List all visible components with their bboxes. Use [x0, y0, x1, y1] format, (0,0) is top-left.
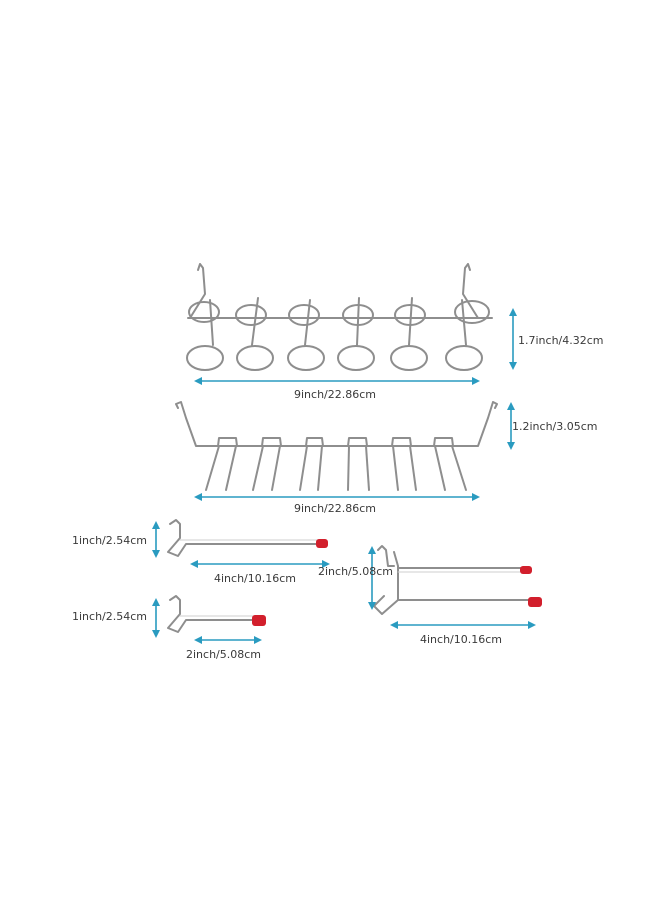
ring-bottom-4: [337, 345, 375, 371]
ring-bottom-3: [287, 345, 325, 371]
rack2-height-label: 1.2inch/3.05cm: [512, 420, 598, 433]
single-hook-4in: [167, 519, 321, 557]
double-height-label: 2inch/5.08cm: [318, 565, 394, 578]
rack2-width-label: 9inch/22.86cm: [294, 502, 377, 515]
prong-rack-left-end: [175, 401, 498, 447]
hook4-length-label: 4inch/10.16cm: [214, 572, 297, 585]
single-hook-2in: [167, 595, 257, 633]
ring-rack: [186, 263, 493, 371]
ring-top-3: [288, 304, 320, 326]
ring-bottom-2: [236, 345, 274, 371]
double-hook: [373, 545, 531, 615]
rack1-height-label: 1.7inch/4.32cm: [518, 334, 604, 347]
ring-top-6: [454, 300, 490, 324]
ring-bottom-6: [445, 345, 483, 371]
hook4-height-label: 1inch/2.54cm: [72, 534, 148, 547]
rack1-width-label: 9inch/22.86cm: [294, 388, 377, 401]
double-hook-top-tip: [520, 566, 532, 574]
ring-top-1: [188, 301, 220, 323]
ring-rack-right-hanger: [462, 263, 479, 319]
ring-bottom-5: [390, 345, 428, 371]
ring-bottom-1: [186, 345, 224, 371]
double-hook-bottom-tip: [528, 597, 542, 607]
hook2-length-label: 2inch/5.08cm: [186, 648, 262, 661]
ring-rack-left-hanger: [189, 263, 206, 319]
single-hook-4in-tip: [316, 539, 328, 548]
hook2-height-label: 1inch/2.54cm: [72, 610, 148, 623]
ring-top-2: [235, 304, 267, 326]
single-hook-2in-tip: [252, 615, 266, 626]
double-length-label: 4inch/10.16cm: [420, 633, 503, 646]
prong-rack: [175, 401, 498, 491]
